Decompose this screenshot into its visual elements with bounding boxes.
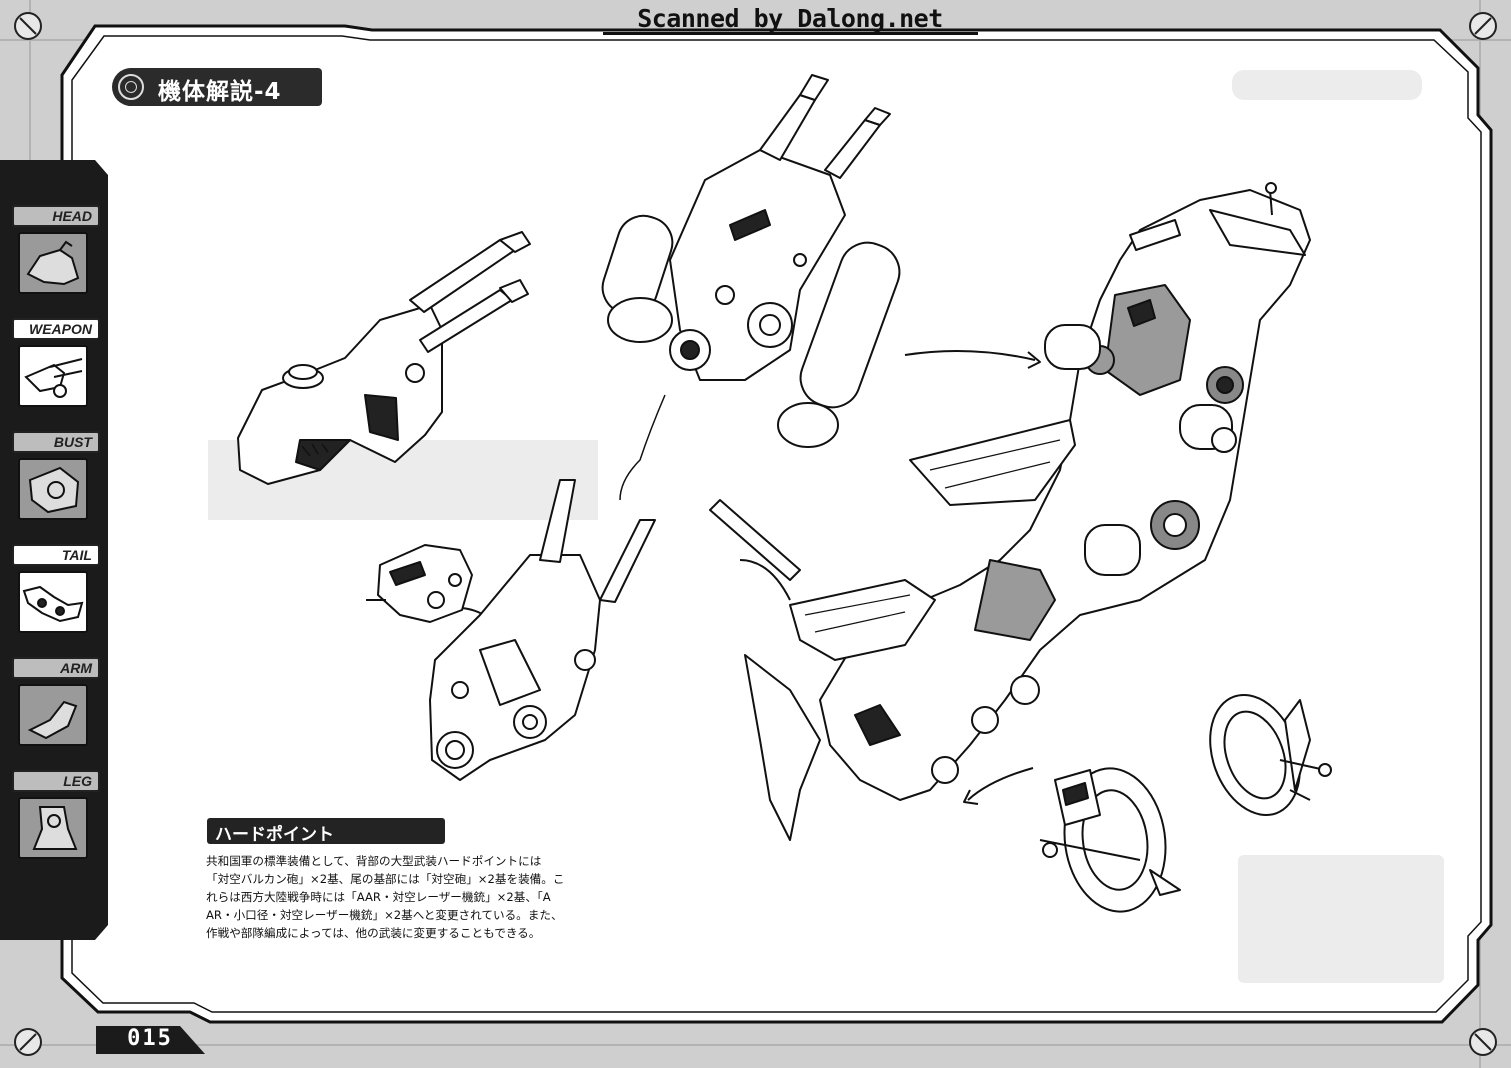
- tail-thumbnail: [18, 571, 88, 633]
- hardpoint-heading-text: ハードポイント: [215, 825, 334, 845]
- anti-air-turret-upper: [601, 74, 901, 448]
- watermark-underline: [603, 32, 978, 35]
- arm-thumbnail: [18, 684, 88, 746]
- tab-bust[interactable]: BUST: [12, 431, 100, 526]
- gear-icon: [118, 74, 144, 100]
- anti-air-turret-lower: [429, 479, 656, 781]
- tab-label: ARM: [12, 657, 100, 679]
- hardpoint-description: 共和国軍の標準装備として、背部の大型武装ハードポイントには 「対空バルカン砲」×…: [206, 852, 594, 942]
- section-title: 機体解説-4: [112, 68, 322, 106]
- tab-tail[interactable]: TAIL: [12, 544, 100, 639]
- tab-label: LEG: [12, 770, 100, 792]
- description-line: 「対空バルカン砲」×2基、尾の基部には「対空砲」×2基を装備。こ: [206, 872, 565, 886]
- description-line: 作戦や部隊編成によっては、他の武装に変更することもできる。: [206, 926, 541, 940]
- small-gun-module: [366, 544, 473, 623]
- weapon-thumbnail: [18, 345, 88, 407]
- disk-part-right: [1209, 693, 1332, 817]
- description-line: 共和国軍の標準装備として、背部の大型武装ハードポイントには: [206, 854, 542, 868]
- tab-label: TAIL: [12, 544, 100, 566]
- page-number: 015: [127, 1026, 173, 1051]
- leg-thumbnail: [18, 797, 88, 859]
- tab-label: HEAD: [12, 205, 100, 227]
- vulcan-pod-drawing: [237, 231, 531, 485]
- tab-weapon[interactable]: WEAPON: [12, 318, 100, 413]
- tab-label: WEAPON: [12, 318, 100, 340]
- section-title-text: 機体解説-4: [158, 79, 282, 105]
- tab-arm[interactable]: ARM: [12, 657, 100, 752]
- description-line: れらは西方大陸戦争時には「AAR・対空レーザー機銃」×2基、「A: [206, 890, 551, 904]
- description-line: AR・小口径・対空レーザー機銃」×2基へと変更されている。また、: [206, 908, 563, 922]
- bust-thumbnail: [18, 458, 88, 520]
- tail-assembly: [789, 182, 1311, 801]
- watermark: Scanned by Dalong.net: [637, 4, 943, 33]
- hardpoint-heading: ハードポイント: [207, 818, 445, 845]
- tab-leg[interactable]: LEG: [12, 770, 100, 865]
- sidebar-nav: HEAD WEAPON BUST TAIL ARM LEG: [0, 160, 110, 940]
- disk-part-left: [1039, 767, 1181, 913]
- head-thumbnail: [18, 232, 88, 294]
- tab-label: BUST: [12, 431, 100, 453]
- tab-head[interactable]: HEAD: [12, 205, 100, 300]
